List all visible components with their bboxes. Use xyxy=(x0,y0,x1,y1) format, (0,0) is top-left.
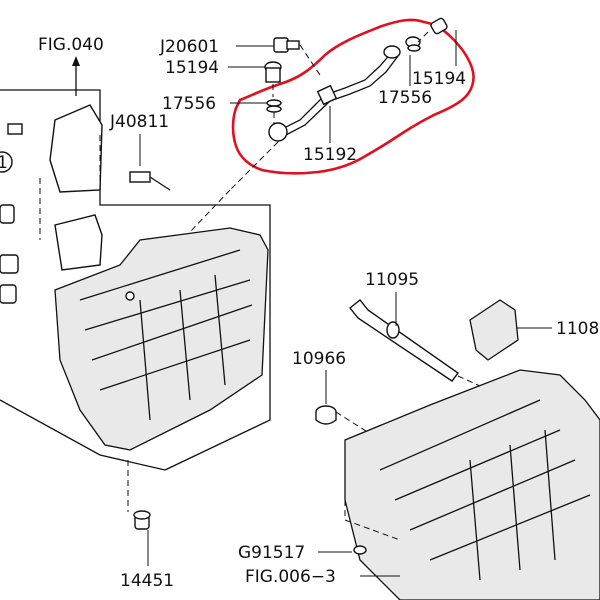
label-15194-left[interactable]: 15194 xyxy=(165,58,219,78)
label-g91517[interactable]: G91517 xyxy=(238,543,305,563)
washer-17556-left xyxy=(266,99,282,124)
callout-circle-1 xyxy=(0,151,13,173)
label-14451[interactable]: 14451 xyxy=(120,571,174,591)
bolt-j20601 xyxy=(273,37,323,79)
oil-pipe-15192[interactable] xyxy=(268,45,401,142)
engine-block-right xyxy=(315,299,600,600)
plug-15194-right xyxy=(417,17,448,43)
highlight-outline xyxy=(231,18,475,175)
label-15192[interactable]: 15192 xyxy=(303,145,357,165)
fig040-ref[interactable]: FIG.040 xyxy=(38,35,104,96)
fig040-label: FIG.040 xyxy=(38,35,104,55)
plug-15194-left xyxy=(264,61,282,97)
label-17556-left[interactable]: 17556 xyxy=(162,94,216,114)
washer-17556-right xyxy=(405,36,421,52)
arrow-up-icon xyxy=(72,56,80,66)
label-15194-right[interactable]: 15194 xyxy=(412,69,466,89)
label-circle-1: 1 xyxy=(0,153,8,173)
label-fig006[interactable]: FIG.006−3 xyxy=(245,567,336,587)
plug-14451 xyxy=(127,460,151,530)
label-10966[interactable]: 10966 xyxy=(292,349,346,369)
label-j40811[interactable]: J40811 xyxy=(109,112,169,132)
label-11095[interactable]: 11095 xyxy=(365,270,419,290)
cylinder-head-left: 1 xyxy=(0,89,271,471)
label-1108[interactable]: 1108 xyxy=(556,319,599,339)
label-j20601[interactable]: J20601 xyxy=(159,37,219,57)
label-17556-right[interactable]: 17556 xyxy=(378,88,432,108)
